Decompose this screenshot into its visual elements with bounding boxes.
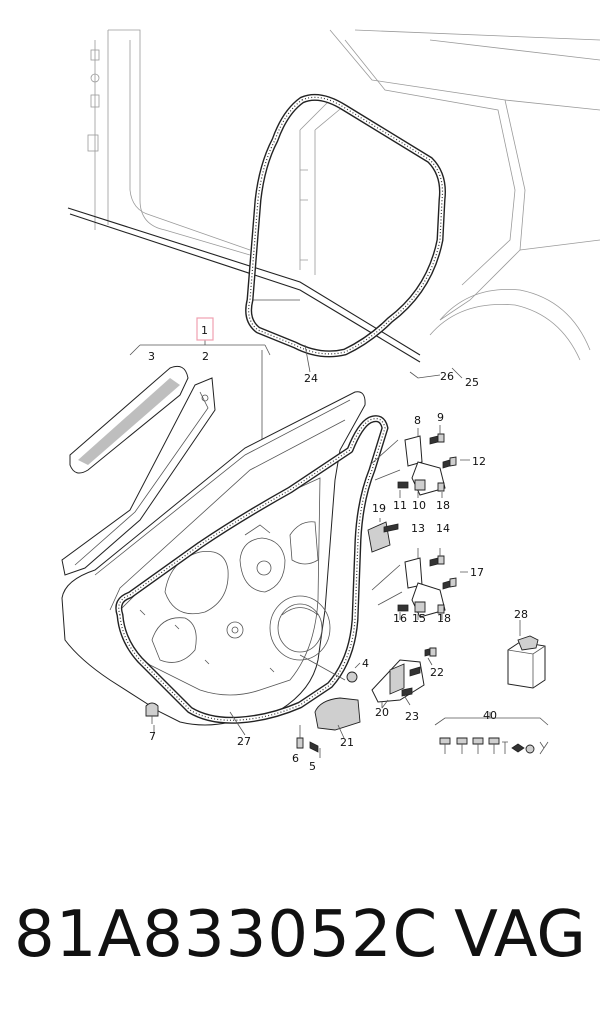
part-number: 81A833052C xyxy=(14,898,439,972)
door-check-strap xyxy=(367,518,399,553)
callout-24: 24 xyxy=(304,372,318,385)
callout-17: 17 xyxy=(470,566,484,579)
callout-23: 23 xyxy=(405,710,419,723)
callout-labels: 1 2 3 24 26 25 8 9 12 11 10 18 19 13 14 … xyxy=(148,324,528,773)
body-door-seal xyxy=(245,93,446,358)
callout-3: 3 xyxy=(148,350,155,363)
callout-16: 16 xyxy=(393,612,407,625)
callout-25: 25 xyxy=(465,376,479,389)
footer: 81A833052C VAG xyxy=(0,895,600,985)
rear-door-shell xyxy=(61,391,366,726)
door-seal xyxy=(115,415,389,724)
callout-20: 20 xyxy=(375,706,389,719)
callout-27: 27 xyxy=(237,735,251,748)
callout-4: 4 xyxy=(362,657,369,670)
callout-12: 12 xyxy=(472,455,486,468)
callout-18-lower: 18 xyxy=(437,612,451,625)
leader-lines xyxy=(153,344,521,739)
callout-28: 28 xyxy=(514,608,528,621)
fastener-kit xyxy=(434,712,549,755)
callout-15: 15 xyxy=(412,612,426,625)
callout-13: 13 xyxy=(411,522,425,535)
callout-18-upper: 18 xyxy=(436,499,450,512)
pillar-trim xyxy=(61,377,216,576)
car-body-outline xyxy=(67,29,600,363)
handle-and-fasteners xyxy=(145,654,361,758)
lock-striker xyxy=(371,647,437,708)
callout-21: 21 xyxy=(340,736,354,749)
window-trim-panel xyxy=(69,365,189,474)
callout-9: 9 xyxy=(437,411,444,424)
brand-label: VAG xyxy=(454,898,586,972)
callout-7: 7 xyxy=(149,730,156,743)
callout-6: 6 xyxy=(292,752,299,765)
callout-26: 26 xyxy=(440,370,454,383)
callout-19: 19 xyxy=(372,502,386,515)
callout-1-bracket xyxy=(129,340,271,445)
callout-1-highlight xyxy=(196,317,214,341)
lower-hinge-assembly xyxy=(371,548,468,620)
sealant-bottle xyxy=(507,635,546,689)
callout-10: 10 xyxy=(412,499,426,512)
callout-2: 2 xyxy=(202,350,209,363)
callout-1: 1 xyxy=(201,324,208,337)
upper-hinge-assembly xyxy=(369,425,470,498)
callout-11: 11 xyxy=(393,499,407,512)
callout-5: 5 xyxy=(309,760,316,773)
callout-14: 14 xyxy=(436,522,450,535)
exploded-parts-diagram: 1 2 3 24 26 25 8 9 12 11 10 18 19 13 14 … xyxy=(61,29,600,773)
callout-40: 40 xyxy=(483,709,497,722)
callout-22: 22 xyxy=(430,666,444,679)
callout-8: 8 xyxy=(414,414,421,427)
